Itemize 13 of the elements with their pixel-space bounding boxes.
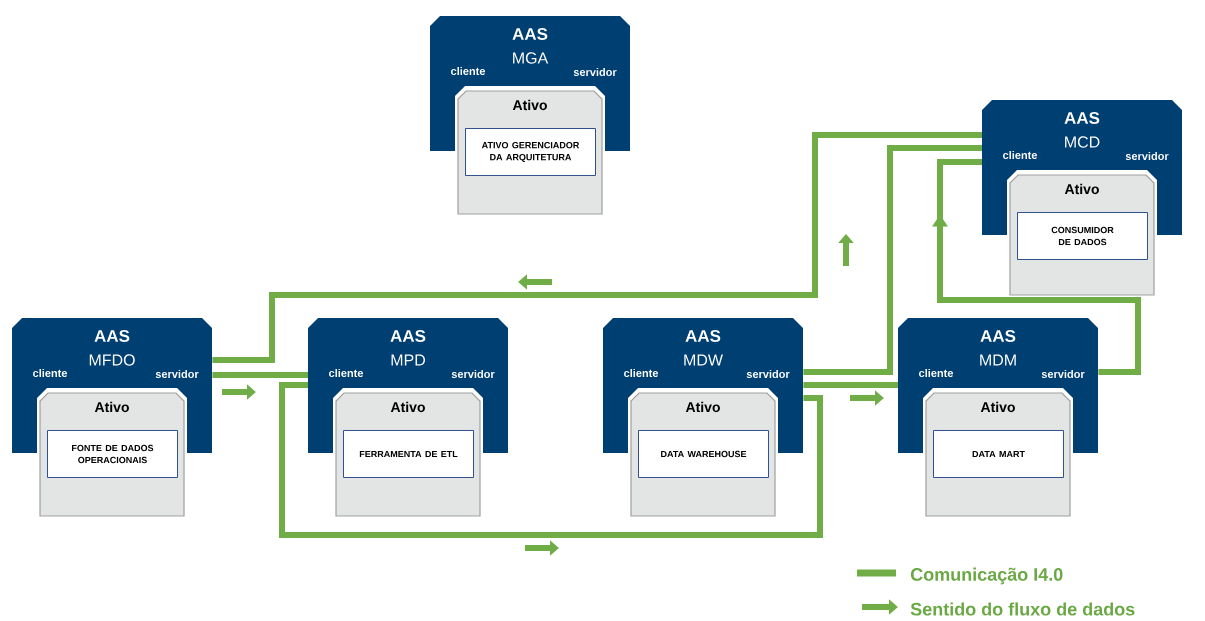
legend-text: Sentido do fluxo de dados [910, 602, 1135, 616]
legend-text: Comunicação I4.0 [910, 567, 1063, 585]
label-box: ATIVO GERENCIADOR DA ARQUITETURA [465, 128, 596, 176]
label-box: DATA WAREHOUSE [638, 430, 769, 478]
connector [932, 159, 1141, 375]
label-box: FERRAMENTA DE ETL [343, 430, 474, 478]
label-box: CONSUMIDOR DE DADOS [1017, 212, 1148, 260]
connector [803, 145, 982, 375]
connector [212, 132, 982, 363]
label-box: DATA MART [933, 430, 1064, 478]
connector [279, 382, 823, 538]
label-box: FONTE DE DADOS OPERACIONAIS [47, 430, 178, 478]
connector [803, 382, 898, 388]
